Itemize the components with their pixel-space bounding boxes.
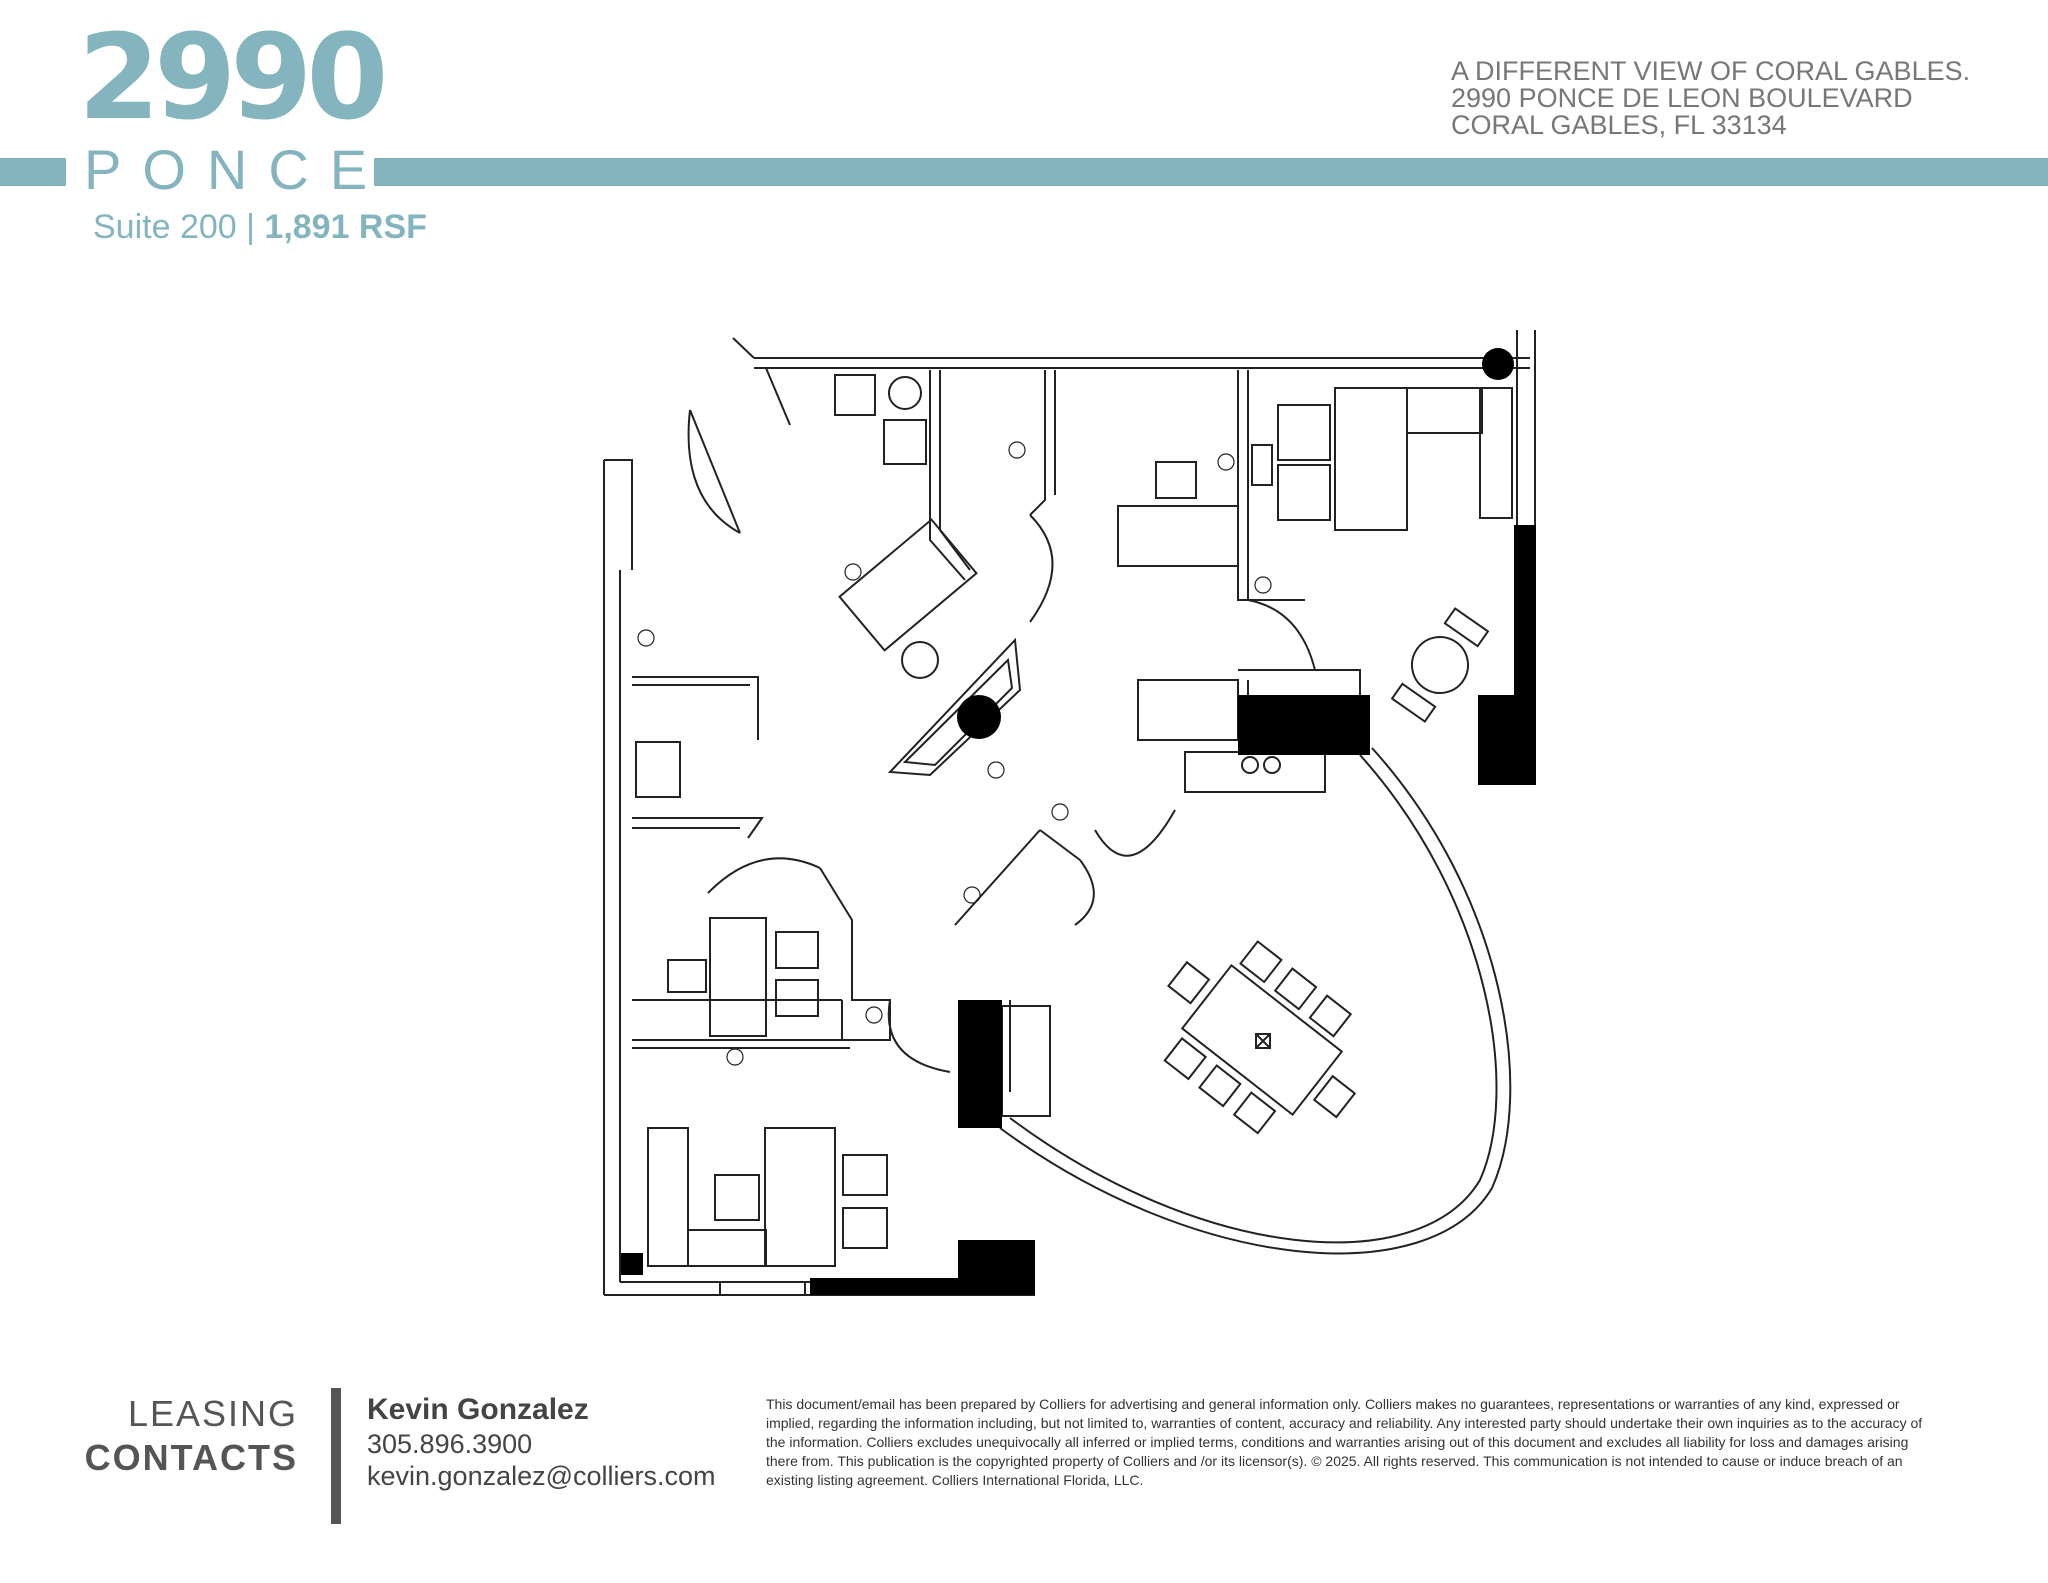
tagline-line2: 2990 PONCE DE LEON BOULEVARD	[1451, 83, 1913, 113]
sink-b	[1263, 756, 1281, 774]
door-conference	[1074, 859, 1095, 926]
chair-room-d-b	[842, 1207, 888, 1249]
tagline-line1: A DIFFERENT VIEW OF CORAL GABLES.	[1451, 56, 1971, 86]
logo-word: PONCE	[84, 138, 389, 201]
desk-cubicle	[838, 518, 978, 652]
lounge-chair	[1390, 607, 1490, 723]
desk-office-right-c	[1479, 387, 1513, 519]
desk-office-right-b	[1406, 387, 1483, 434]
contact-email[interactable]: kevin.gonzalez@colliers.com	[367, 1461, 716, 1491]
contacts-label: CONTACTS	[84, 1437, 298, 1478]
wall-center-2	[1029, 370, 1056, 516]
suite-area: 1,891 RSF	[264, 208, 427, 246]
door-room-a	[707, 857, 821, 894]
chair-office-right-b	[1277, 464, 1331, 521]
door-office-right	[1247, 599, 1316, 671]
conference-curve-outer	[1009, 754, 1498, 1244]
credenza-mid	[1137, 679, 1239, 741]
contact-phone[interactable]: 305.896.3900	[367, 1429, 533, 1459]
chair-room-b-c	[667, 959, 707, 993]
door-entry	[687, 409, 741, 534]
pillar-bottom-wall	[810, 1278, 1035, 1295]
file-room-a	[635, 741, 681, 798]
desk-top-2	[883, 419, 927, 465]
table-center-box	[1255, 1033, 1271, 1049]
contact-divider	[331, 1388, 341, 1524]
pillar-conference	[958, 1000, 1002, 1128]
chair-room-d-a	[842, 1154, 888, 1196]
door-office-center	[1029, 514, 1054, 623]
leasing-contacts-heading: LEASING CONTACTS	[60, 1392, 298, 1480]
suite-separator: |	[236, 208, 265, 246]
wall-room-c-side	[632, 999, 843, 1040]
wall-room-c	[632, 867, 891, 1049]
sink-a	[1241, 756, 1259, 774]
address-block: A DIFFERENT VIEW OF CORAL GABLES. 2990 P…	[1451, 58, 1970, 139]
desk-room-d-b	[764, 1127, 836, 1267]
logo-number: 2990	[78, 8, 388, 146]
conference-curve-inner	[999, 747, 1512, 1255]
chair-office-right-c	[1251, 444, 1273, 486]
chair-center	[1155, 461, 1197, 499]
chair-room-b-a	[775, 931, 819, 969]
desk-center	[1117, 505, 1239, 567]
chair-room-b-b	[775, 979, 819, 1017]
suite-info: Suite 200 | 1,891 RSF	[93, 208, 427, 247]
disclaimer-text: This document/email has been prepared by…	[766, 1396, 1923, 1488]
wall-room-b	[632, 817, 764, 839]
header-band-left	[0, 158, 66, 186]
suite-name: Suite 200	[93, 208, 237, 246]
wall-room-a	[632, 676, 759, 740]
chair-top-1	[888, 376, 922, 410]
right-window-wall	[1516, 330, 1536, 525]
floor-plan	[603, 330, 1536, 1296]
contact-card: Kevin Gonzalez 305.896.3900 kevin.gonzal…	[367, 1392, 716, 1492]
closet-inner	[902, 657, 1014, 767]
header-band-right	[374, 158, 2048, 186]
left-wall	[603, 459, 633, 1295]
pillar-bottom-left	[621, 1253, 643, 1275]
chair-cubicle	[901, 641, 939, 679]
desk-room-d-a	[647, 1127, 689, 1267]
desk-top-1	[834, 374, 876, 416]
chair-room-d-c	[714, 1174, 760, 1221]
conference-table	[1163, 940, 1357, 1135]
desk-room-b	[709, 917, 767, 1037]
pillar-right-base	[1478, 695, 1536, 785]
desk-office-right-a	[1334, 387, 1408, 531]
door-room-c-side	[954, 829, 1081, 926]
desk-room-d-c	[687, 1229, 767, 1267]
wall-center-1	[929, 370, 971, 581]
top-wall	[754, 357, 1530, 369]
column-center	[957, 695, 1001, 739]
wall-office-right	[1237, 370, 1305, 601]
column-top-right	[1482, 348, 1514, 380]
pillar-mid	[1238, 695, 1370, 755]
leasing-label: LEASING	[127, 1393, 298, 1434]
tagline-line3: CORAL GABLES, FL 33134	[1451, 110, 1787, 140]
entry-wall-angle	[732, 337, 791, 426]
chair-office-right-a	[1277, 404, 1331, 461]
contact-name: Kevin Gonzalez	[367, 1393, 589, 1426]
closet-angle	[887, 637, 1022, 777]
door-hall	[1094, 809, 1176, 857]
bottom-window	[719, 1282, 806, 1295]
door-room-d	[887, 999, 951, 1073]
